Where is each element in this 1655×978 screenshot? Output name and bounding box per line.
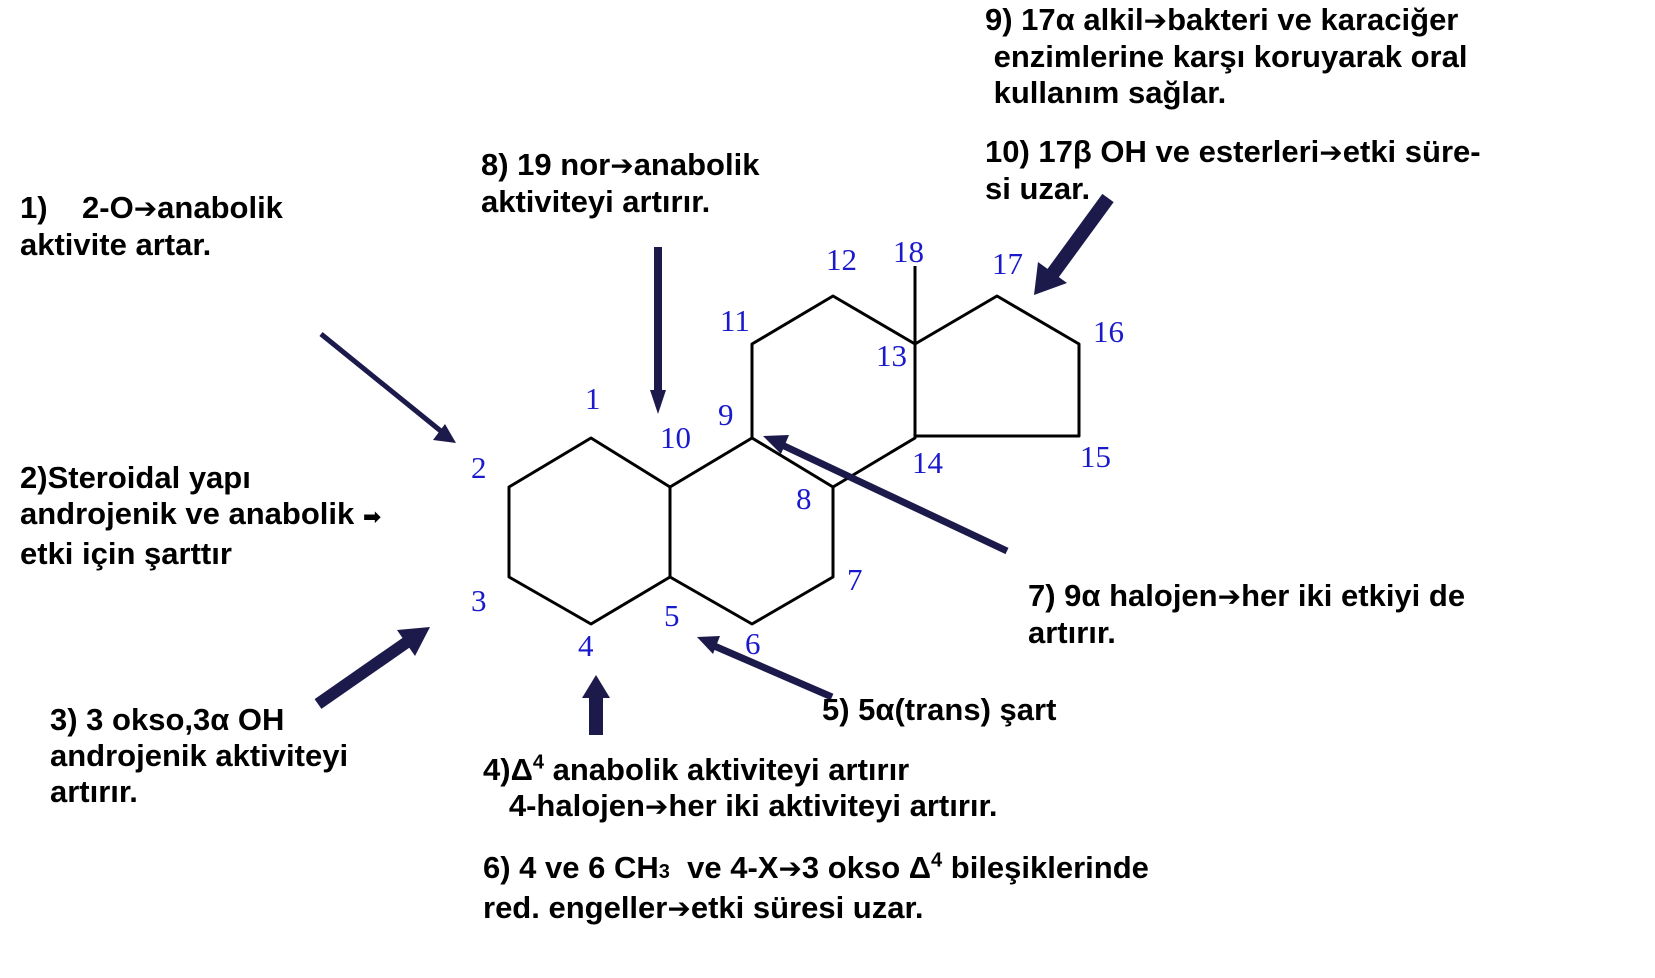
note-8: 8) 19 nor➔anabolik aktiviteyi artırır.	[481, 147, 759, 220]
atom-label-7: 7	[847, 562, 863, 597]
note-9-line1-b: bakteri ve karaciğer	[1167, 2, 1459, 37]
note-6-line1-b: ve 4-X	[669, 850, 779, 885]
ring-b	[669, 436, 835, 626]
small-arrow-icon: ➡	[362, 505, 382, 530]
pointer-arrowhead-3	[397, 627, 430, 656]
note-6: 6) 4 ve 6 CH3 ve 4-X➔3 okso Δ4 bileşikle…	[483, 850, 1149, 927]
arrow-icon: ➔	[610, 149, 634, 182]
note-6-line2-b: etki süresi uzar.	[690, 890, 924, 925]
note-1-line1: 1) 2-O	[20, 190, 134, 225]
pointer-arrow-17	[1045, 193, 1114, 281]
note-7-line1-b: her iki etkiyi de	[1241, 578, 1466, 613]
note-6-line1-sup: 4	[931, 849, 943, 872]
note-5-line1: 5) 5α(trans) şart	[822, 692, 1057, 727]
atom-label-17: 17	[992, 246, 1023, 281]
pointer-arrowhead-5	[697, 636, 720, 654]
atom-label-8: 8	[796, 481, 812, 516]
note-4-line1-sup: 4	[532, 751, 544, 774]
note-9: 9) 17α alkil➔bakteri ve karaciğer enziml…	[985, 2, 1467, 111]
note-4-line2-pre: 4-halojen	[483, 788, 645, 823]
note-8-line1-a: 8) 19 nor	[481, 147, 611, 182]
note-4: 4)Δ4 anabolik aktiviteyi artırır 4-haloj…	[483, 752, 998, 825]
note-5: 5) 5α(trans) şart	[822, 692, 1056, 728]
arrow-icon: ➔	[644, 790, 669, 823]
atom-label-16: 16	[1093, 314, 1124, 349]
atom-label-18: 18	[893, 234, 924, 269]
note-6-line1-a: 6) 4 ve 6 CH	[483, 850, 659, 885]
note-7-line2: artırır.	[1028, 615, 1116, 650]
note-6-line2-a: red. engeller	[483, 890, 668, 925]
pointer-arrowhead-1	[433, 424, 456, 443]
note-6-line1-c: 3 okso Δ	[801, 850, 932, 885]
pointer-arrowhead-8	[650, 390, 666, 414]
pointer-arrowhead-4	[582, 675, 610, 698]
atom-label-9: 9	[718, 397, 734, 432]
note-6-line1-sub: 3	[658, 861, 670, 883]
note-10-line1-a: 10) 17β OH ve esterleri	[985, 134, 1320, 169]
pointer-arrowhead-7	[763, 435, 789, 454]
pointer-arrow-5	[710, 641, 834, 701]
note-3-line2: androjenik aktiviteyi	[50, 738, 349, 773]
ring-c	[750, 294, 917, 489]
note-4-line1-post: anabolik aktiviteyi artırır	[543, 752, 910, 787]
ring-a	[507, 436, 672, 626]
note-9-line1-a: 9) 17α alkil	[985, 2, 1144, 37]
note-9-line3: kullanım sağlar.	[985, 75, 1227, 110]
note-10-line2: si uzar.	[985, 171, 1091, 206]
note-8-line2: aktiviteyi artırır.	[481, 184, 711, 219]
atom-label-5: 5	[664, 598, 680, 633]
pointer-arrowhead-17	[1034, 262, 1067, 295]
note-2: 2)Steroidal yapı androjenik ve anabolik …	[20, 460, 381, 572]
atom-label-11: 11	[720, 303, 750, 338]
pointer-arrow-7	[778, 440, 1009, 555]
atom-label-3: 3	[471, 583, 487, 618]
note-6-line1-d: bileşiklerinde	[942, 850, 1149, 885]
note-1-line2: aktivite artar.	[20, 227, 212, 262]
note-8-line1-b: anabolik	[633, 147, 760, 182]
note-10-line1-b: etki süre-	[1342, 134, 1481, 169]
arrow-icon: ➔	[133, 192, 158, 225]
atom-label-1: 1	[585, 381, 601, 416]
note-2-line3: etki için şarttır	[20, 536, 232, 571]
note-10: 10) 17β OH ve esterleri➔etki süre- si uz…	[985, 134, 1481, 207]
arrow-icon: ➔	[1319, 136, 1343, 169]
arrow-icon: ➔	[1217, 580, 1242, 613]
pointer-arrow-3	[314, 635, 414, 709]
note-3: 3) 3 okso,3α OH androjenik aktiviteyi ar…	[50, 702, 348, 810]
atom-label-6: 6	[745, 626, 761, 661]
atom-label-4: 4	[578, 628, 594, 663]
atom-label-2: 2	[471, 450, 487, 485]
note-3-line3: artırır.	[50, 774, 138, 809]
note-7-line1-a: 7) 9α halojen	[1028, 578, 1218, 613]
ring-d	[914, 294, 1081, 438]
atom-label-15: 15	[1080, 439, 1111, 474]
note-9-line2: enzimlerine karşı koruyarak oral	[985, 39, 1468, 74]
arrow-icon: ➔	[667, 892, 691, 925]
arrow-icon: ➔	[778, 852, 802, 885]
note-4-line2-post: her iki aktiviteyi artırır.	[668, 788, 998, 823]
atom-label-10: 10	[660, 420, 691, 455]
pointer-arrow-1	[319, 332, 444, 434]
arrow-icon: ➔	[1143, 4, 1168, 37]
atom-label-13: 13	[876, 338, 907, 373]
atom-label-14: 14	[912, 445, 944, 480]
note-3-line1: 3) 3 okso,3α OH	[50, 702, 285, 737]
note-2-line2: androjenik ve anabolik	[20, 496, 355, 531]
note-4-line1-pre: 4)Δ	[483, 752, 533, 787]
atom-label-12: 12	[826, 242, 857, 277]
pointer-arrow-4	[589, 695, 603, 735]
note-2-line1: 2)Steroidal yapı	[20, 460, 251, 495]
note-1: 1) 2-O➔anabolik aktivite artar.	[20, 190, 283, 263]
note-7: 7) 9α halojen➔her iki etkiyi de artırır.	[1028, 578, 1465, 651]
note-1-line1-tail: anabolik	[157, 190, 283, 225]
